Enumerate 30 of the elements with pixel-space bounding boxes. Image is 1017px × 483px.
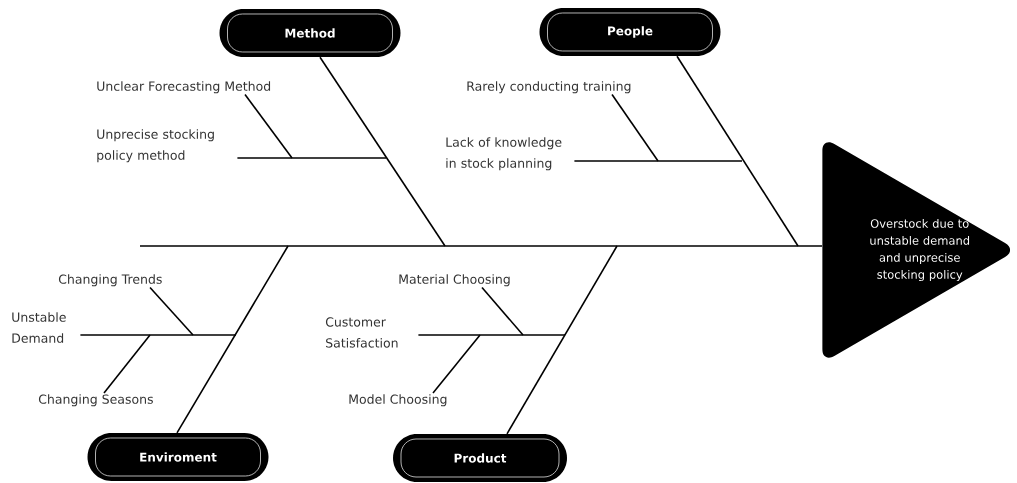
bone-line: [676, 55, 799, 247]
category-pill: Method: [219, 9, 401, 57]
bone-line: [481, 286, 524, 336]
cause-label: Unclear Forecasting Method: [97, 81, 271, 94]
bone-line: [103, 334, 151, 394]
cause-label: Rarely conducting training: [467, 81, 631, 94]
cause-label: Unprecise stocking policy method: [97, 129, 214, 163]
cause-label: Lack of knowledge in stock planning: [446, 137, 562, 171]
bone-line: [432, 334, 481, 394]
cause-label: Customer Satisfaction: [325, 317, 398, 348]
bone-line: [244, 93, 293, 159]
bone-line: [611, 93, 659, 162]
bone-line: [79, 334, 237, 336]
bone-line: [417, 334, 566, 336]
bone-line: [506, 245, 618, 435]
cause-label: Changing Seasons: [38, 394, 153, 407]
spine-line: [139, 245, 823, 247]
category-pill: People: [539, 8, 721, 56]
category-pill: Product: [393, 434, 567, 482]
bone-line: [176, 245, 289, 434]
bone-line: [319, 56, 446, 247]
bone-line: [149, 286, 194, 336]
cause-label: Changing Trends: [58, 274, 162, 287]
category-pill: Enviroment: [87, 433, 269, 481]
cause-label: Model Choosing: [349, 394, 447, 407]
cause-label: Material Choosing: [399, 274, 510, 287]
bone-line: [236, 157, 387, 159]
cause-label: Unstable Demand: [12, 312, 66, 343]
bone-line: [573, 160, 743, 162]
head-triangle: Overstock due to unstable demand and unprecise stocking policy: [822, 142, 1011, 358]
